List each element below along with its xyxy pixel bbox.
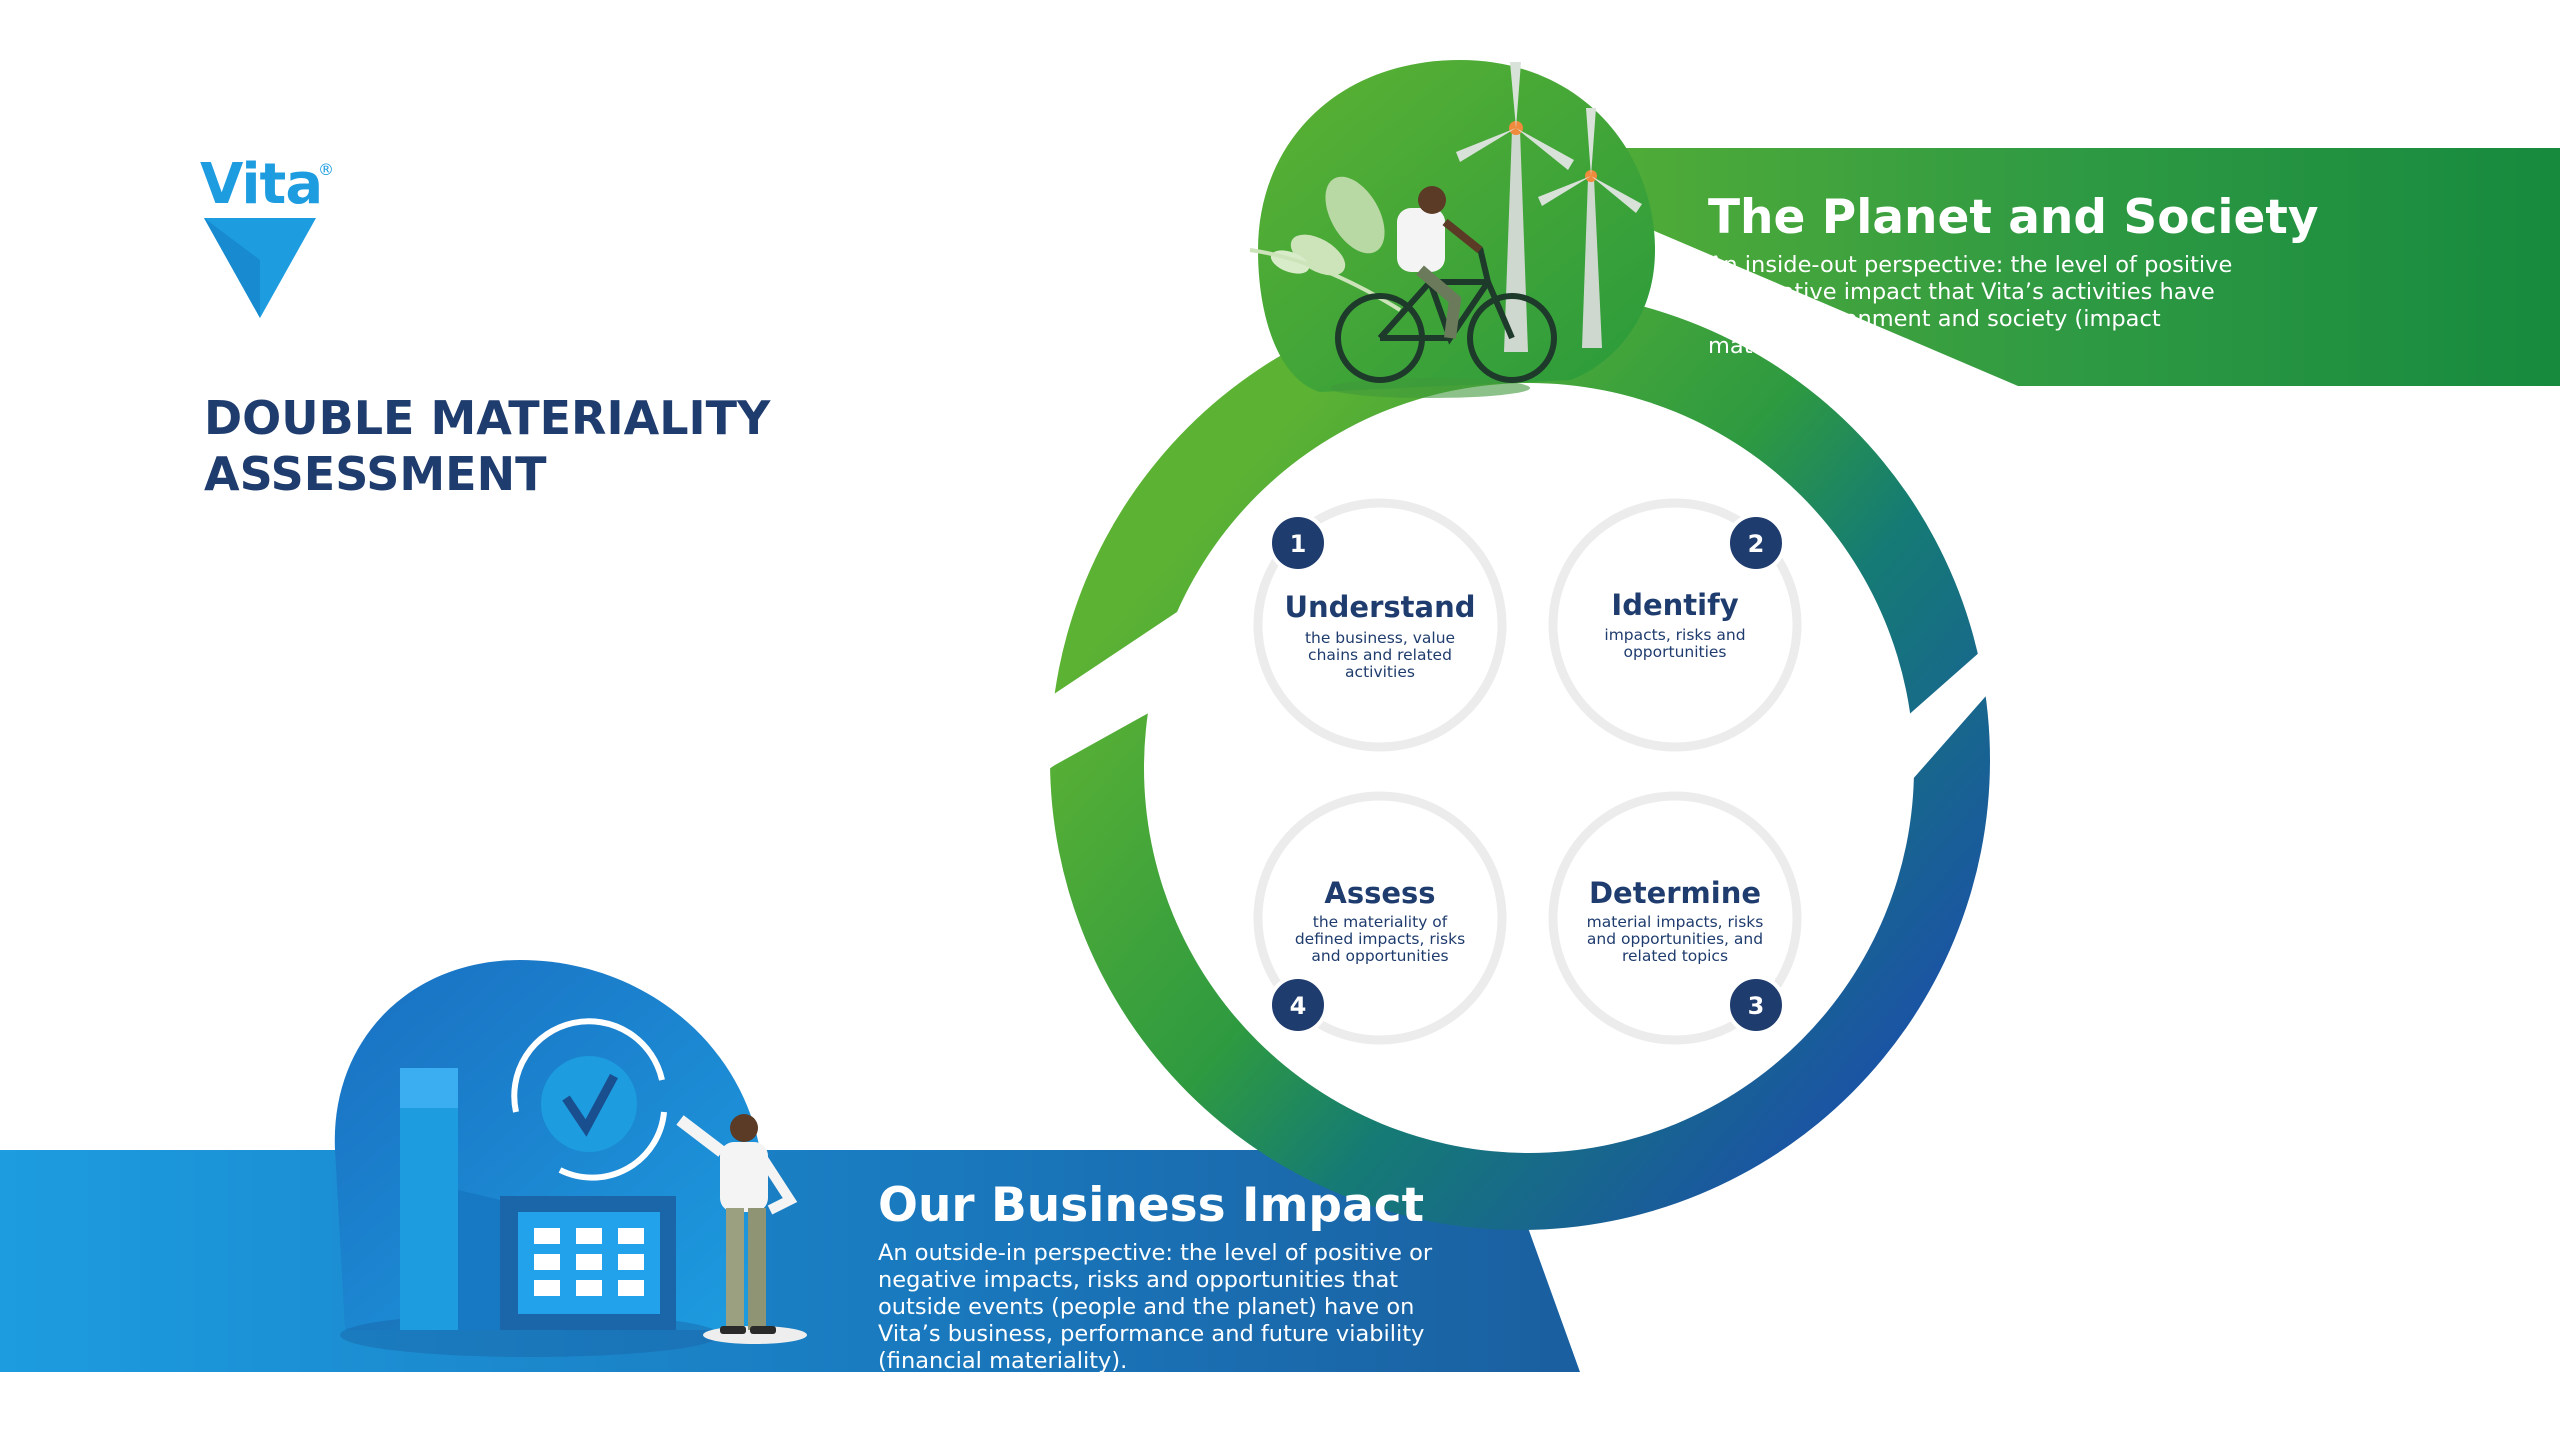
step-desc-determine: material impacts, risks and opportunitie… xyxy=(1586,913,1764,965)
step-desc-identify: impacts, risks and opportunities xyxy=(1604,626,1746,661)
step-ring-assess xyxy=(1253,791,1507,1045)
step-badge-3: 3 xyxy=(1726,975,1786,1035)
ring-notch-left-cut xyxy=(872,630,1160,790)
step-title-identify: Identify xyxy=(1611,588,1739,622)
step-title-determine: Determine xyxy=(1588,876,1762,910)
step-badge-1: 1 xyxy=(1268,513,1328,573)
planet-description: An inside-out perspective: the level of … xyxy=(1708,252,2233,359)
planet-illustration xyxy=(1249,60,1655,398)
ring-notch-left xyxy=(870,600,1195,790)
ring-notch-right-cut xyxy=(1905,636,2140,780)
vita-logo-word: Vita xyxy=(200,152,323,217)
business-title: Our Business Impact xyxy=(878,1178,1425,1233)
wind-turbine-icon xyxy=(1538,108,1642,348)
registered-mark: ® xyxy=(318,160,334,179)
step-number-2: 2 xyxy=(1748,530,1765,558)
business-description: An outside-in perspective: the level of … xyxy=(878,1240,1433,1374)
step-ring-determine xyxy=(1548,791,1802,1045)
vita-logo-icon-shade xyxy=(204,218,260,318)
step-title-assess: Assess xyxy=(1324,876,1436,910)
step-number-3: 3 xyxy=(1748,992,1765,1020)
factory-icon xyxy=(400,1068,676,1330)
planet-band xyxy=(1460,148,2560,386)
checkmark-icon xyxy=(511,1018,667,1181)
planet-title: The Planet and Society xyxy=(1708,190,2319,245)
person-icon xyxy=(676,1114,807,1344)
step-badge-4: 4 xyxy=(1268,975,1328,1035)
cyclist-icon xyxy=(1335,186,1557,383)
step-desc-understand: the business, value chains and related a… xyxy=(1304,629,1456,681)
page-title: DOUBLE MATERIALITY ASSESSMENT xyxy=(204,391,771,501)
step-number-1: 1 xyxy=(1290,530,1307,558)
leaf-icon xyxy=(1249,176,1402,312)
step-badge-2: 2 xyxy=(1726,513,1786,573)
step-desc-assess: the materiality of defined impacts, risk… xyxy=(1294,913,1466,965)
step-title-understand: Understand xyxy=(1284,590,1476,624)
center-disc xyxy=(1144,383,1914,1153)
step-number-4: 4 xyxy=(1290,992,1307,1020)
business-illustration xyxy=(334,960,807,1357)
